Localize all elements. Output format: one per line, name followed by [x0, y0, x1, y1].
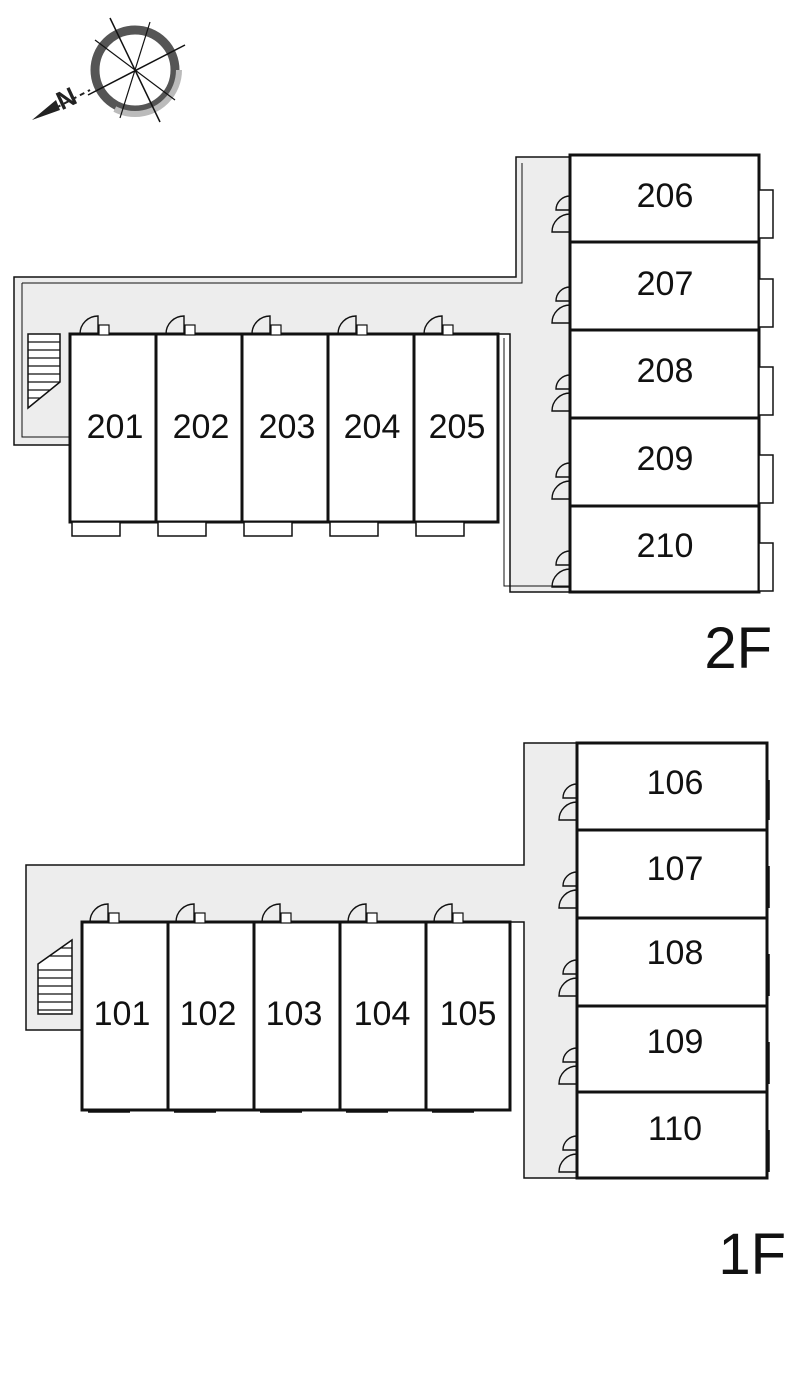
unit-label: 207	[637, 265, 694, 303]
corridor-2f	[13, 156, 571, 593]
unit-label: 203	[259, 408, 316, 446]
unit-106[interactable]: 106	[558, 741, 770, 832]
unit-205[interactable]: 205	[412, 315, 500, 537]
unit-204[interactable]: 204	[326, 315, 416, 537]
unit-label: 208	[637, 352, 694, 390]
unit-label: 201	[87, 408, 144, 446]
unit-108[interactable]: 108	[558, 916, 770, 1008]
unit-label: 210	[637, 527, 694, 565]
unit-label: 105	[440, 995, 497, 1033]
floor-1f-plan: 101 102 103 104 105	[25, 741, 786, 1287]
unit-label: 209	[637, 440, 694, 478]
unit-206[interactable]: 206	[551, 153, 774, 244]
unit-label: 204	[344, 408, 401, 446]
unit-label: 108	[647, 934, 704, 972]
unit-label: 110	[648, 1110, 702, 1148]
unit-105[interactable]: 105	[424, 903, 512, 1113]
corridor-1f	[25, 742, 578, 1179]
unit-202[interactable]: 202	[154, 315, 244, 537]
floor-label-2f: 2F	[704, 616, 772, 681]
unit-201[interactable]: 201	[68, 315, 158, 537]
unit-label: 206	[637, 177, 694, 215]
floor-label-1f: 1F	[718, 1222, 786, 1287]
unit-203[interactable]: 203	[240, 315, 330, 537]
stairs-1f	[37, 938, 73, 1015]
unit-207[interactable]: 207	[551, 240, 774, 332]
unit-label: 106	[647, 764, 704, 802]
stairs-2f	[27, 333, 61, 410]
unit-208[interactable]: 208	[551, 328, 774, 420]
unit-101[interactable]: 101	[80, 903, 170, 1113]
unit-label: 202	[173, 408, 230, 446]
unit-209[interactable]: 209	[551, 416, 774, 508]
unit-label: 107	[647, 850, 704, 888]
unit-label: 205	[429, 408, 486, 446]
floor-2f-plan: 201 202 203 204 205	[13, 153, 774, 681]
compass-icon: N	[32, 17, 186, 123]
unit-label: 104	[354, 995, 411, 1033]
unit-110[interactable]: 110	[558, 1090, 770, 1180]
unit-label: 103	[266, 995, 323, 1033]
unit-label: 101	[94, 995, 151, 1033]
unit-label: 109	[647, 1023, 704, 1061]
unit-107[interactable]: 107	[558, 828, 770, 920]
unit-104[interactable]: 104	[338, 903, 428, 1113]
unit-label: 102	[180, 995, 237, 1033]
unit-102[interactable]: 102	[166, 903, 256, 1113]
unit-103[interactable]: 103	[252, 903, 342, 1113]
unit-210[interactable]: 210	[551, 504, 774, 594]
unit-109[interactable]: 109	[558, 1004, 770, 1094]
